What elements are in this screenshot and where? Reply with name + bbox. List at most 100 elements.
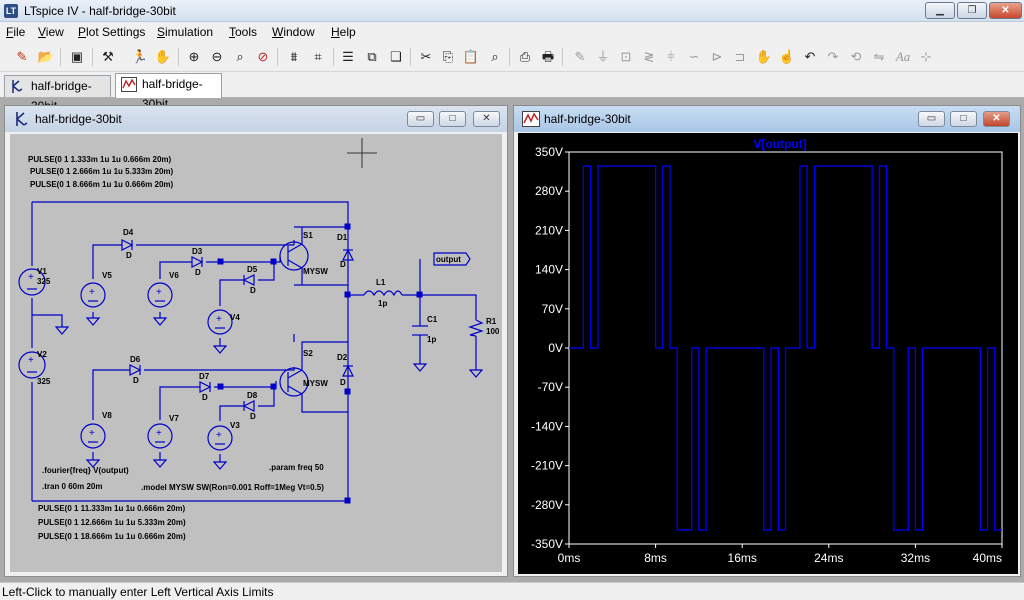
zoom-in-icon[interactable]: ⊕: [188, 49, 200, 64]
window-minimize-button[interactable]: ▁: [925, 2, 955, 19]
net-label-output[interactable]: [433, 252, 471, 266]
diode-d2[interactable]: [342, 364, 354, 377]
control-panel-icon[interactable]: ⚒: [102, 49, 114, 64]
move-icon[interactable]: ✋: [755, 49, 773, 64]
x-tick-label[interactable]: 24ms: [814, 551, 843, 565]
print-icon[interactable]: 🖶: [541, 49, 555, 64]
component-icon[interactable]: ⊐: [734, 49, 746, 64]
y-tick-label[interactable]: 350V: [535, 145, 563, 159]
diode-d7[interactable]: [199, 381, 212, 393]
y-tick-label[interactable]: 0V: [548, 341, 563, 355]
schematic-minimize-button[interactable]: ▭: [407, 111, 434, 127]
voltage-source-v6[interactable]: +: [147, 282, 173, 308]
find-icon[interactable]: ⌕: [491, 49, 499, 64]
switch-s2[interactable]: [279, 341, 348, 413]
diode-d8[interactable]: [242, 400, 255, 412]
drag-icon[interactable]: ☝: [778, 49, 796, 64]
zoom-out-icon[interactable]: ⊖: [211, 49, 223, 64]
waveform-minimize-button[interactable]: ▭: [918, 111, 945, 127]
resistor-r1[interactable]: [468, 319, 484, 337]
waveform-plot-area[interactable]: V[output] 350V 280V 210V 140V 70V 0V -70V -140V…: [518, 133, 1018, 574]
diode-d4[interactable]: [121, 239, 134, 251]
voltage-source-v1[interactable]: +: [18, 268, 46, 296]
y-axis[interactable]: 350V 280V 210V 140V 70V 0V -70V -140V -210V -280V…: [531, 145, 569, 551]
y-tick-label[interactable]: -70V: [538, 380, 563, 394]
paste-icon[interactable]: 📋: [462, 49, 480, 64]
schematic-close-button[interactable]: ✕: [473, 111, 500, 127]
inductor-l1[interactable]: [363, 290, 403, 297]
menu-file[interactable]: File: [6, 25, 26, 39]
voltage-source-v2[interactable]: +: [18, 351, 46, 379]
menu-view[interactable]: View: [38, 25, 64, 39]
menu-simulation[interactable]: Simulation: [157, 25, 214, 39]
voltage-source-v8[interactable]: +: [80, 423, 106, 449]
menu-help[interactable]: Help: [331, 25, 356, 39]
resistor-icon[interactable]: ≷: [643, 49, 655, 64]
print-setup-icon[interactable]: ⎙: [519, 49, 531, 64]
switch-s1[interactable]: [279, 226, 348, 286]
diode-d3[interactable]: [191, 256, 204, 268]
cut-icon[interactable]: ✂: [420, 49, 432, 64]
diode-icon[interactable]: ⊳: [711, 49, 723, 64]
x-tick-label[interactable]: 8ms: [644, 551, 667, 565]
ground-icon[interactable]: ⏚: [596, 49, 610, 64]
window-close-button[interactable]: ✕: [989, 2, 1022, 19]
copy-icon[interactable]: ⎘: [442, 49, 454, 64]
spice-directive-icon[interactable]: ⊹: [920, 49, 932, 64]
y-tick-label[interactable]: 210V: [535, 223, 563, 237]
undo-icon[interactable]: ↶: [804, 49, 816, 64]
menu-tools[interactable]: Tools: [229, 25, 258, 39]
x-tick-label[interactable]: 32ms: [901, 551, 930, 565]
label-icon[interactable]: ⊡: [620, 49, 632, 64]
new-schematic-icon[interactable]: ✎: [16, 49, 28, 64]
voltage-source-v7[interactable]: +: [147, 423, 173, 449]
waveform-close-button[interactable]: ✕: [983, 111, 1010, 127]
y-tick-label[interactable]: 280V: [535, 184, 563, 198]
tile-vertical-icon[interactable]: ⧉: [367, 49, 377, 64]
inductor-icon[interactable]: ∽: [688, 49, 700, 64]
diode-d6[interactable]: [129, 364, 142, 376]
open-icon[interactable]: 📂: [37, 49, 55, 64]
capacitor-icon[interactable]: ⫩: [667, 49, 675, 64]
zoom-cancel-icon[interactable]: ⊘: [257, 49, 269, 64]
diode-d5[interactable]: [242, 274, 255, 286]
mirror-icon[interactable]: ⇋: [873, 49, 885, 64]
x-tick-label[interactable]: 16ms: [728, 551, 757, 565]
window-restore-button[interactable]: ❐: [957, 2, 987, 19]
schematic-canvas[interactable]: PULSE(0 1 1.333m 1u 1u 0.666m 20m) PULSE…: [10, 134, 502, 572]
waveform-chart[interactable]: V[output] 350V 280V 210V 140V 70V 0V -70V -140V…: [518, 133, 1018, 574]
rotate-icon[interactable]: ⟲: [850, 49, 862, 64]
tile-horizontal-icon[interactable]: ☰: [342, 49, 354, 64]
cascade-icon[interactable]: ❏: [390, 49, 402, 64]
x-tick-label[interactable]: 40ms: [973, 551, 1002, 565]
halt-icon[interactable]: ✋: [154, 49, 172, 64]
tab-waveform[interactable]: half-bridge-30bit: [115, 73, 222, 111]
text-icon[interactable]: Aa: [895, 49, 911, 64]
series-line-v-output[interactable]: [569, 165, 1002, 531]
voltage-source-v5[interactable]: +: [80, 282, 106, 308]
voltage-source-v4[interactable]: +: [207, 309, 233, 335]
trace-name-label[interactable]: V[output]: [753, 137, 806, 151]
x-axis[interactable]: 0ms 8ms 16ms 24ms 32ms 40ms: [558, 544, 1003, 565]
y-tick-label[interactable]: -350V: [531, 537, 563, 551]
tab-schematic[interactable]: half-bridge-30bit: [4, 75, 111, 113]
y-tick-label[interactable]: -140V: [531, 419, 563, 433]
diode-d1[interactable]: [342, 248, 354, 261]
schematic-maximize-button[interactable]: □: [439, 111, 466, 127]
y-tick-label[interactable]: -280V: [531, 498, 563, 512]
x-tick-label[interactable]: 0ms: [558, 551, 581, 565]
save-icon[interactable]: ▣: [70, 49, 84, 64]
y-tick-label[interactable]: -210V: [531, 459, 563, 473]
run-icon[interactable]: 🏃: [131, 49, 149, 64]
y-tick-label[interactable]: 140V: [535, 263, 563, 277]
autorange-icon[interactable]: ⩩: [290, 49, 298, 64]
mark-unconnected-icon[interactable]: ⌗: [314, 49, 322, 64]
waveform-maximize-button[interactable]: □: [950, 111, 977, 127]
menu-window[interactable]: Window: [272, 25, 315, 39]
zoom-fit-icon[interactable]: ⌕: [236, 49, 244, 64]
menu-plot-settings[interactable]: Plot Settings: [78, 25, 146, 39]
capacitor-c1[interactable]: [412, 325, 428, 336]
y-tick-label[interactable]: 70V: [542, 302, 563, 316]
wire-icon[interactable]: ✎: [574, 49, 586, 64]
redo-icon[interactable]: ↷: [827, 49, 839, 64]
